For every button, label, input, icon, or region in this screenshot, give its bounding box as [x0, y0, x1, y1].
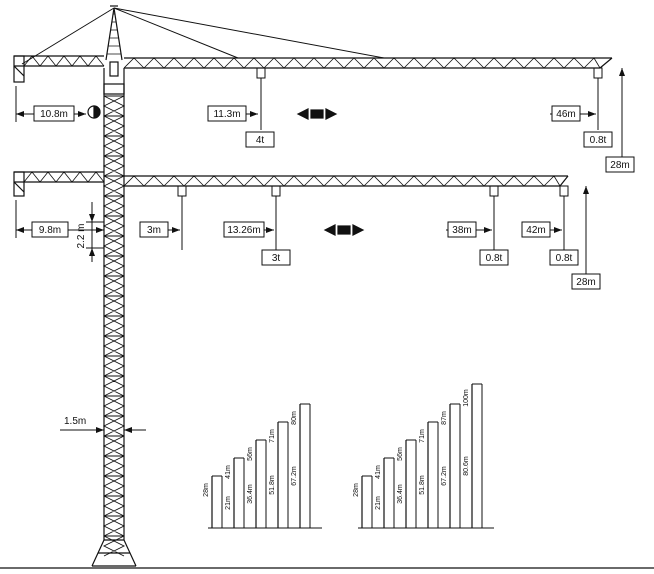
height-label: 87m [441, 411, 448, 425]
lower-load-far-label: 0.8t [556, 253, 573, 264]
upper-counter-jib [13, 55, 105, 83]
tower-apex [103, 5, 125, 95]
height-label: 28m [203, 483, 210, 497]
tower-mast [91, 68, 137, 567]
rotate-icon [87, 105, 101, 119]
height-label: 41m [375, 465, 382, 479]
height-label: 28m [353, 483, 360, 497]
height-label: 56m [247, 447, 254, 461]
upper-load-near-label: 4t [256, 135, 265, 146]
height-chart-right: 28m 21m 41m 36.4m 56m 51.8m 71m 67.2m 87m 80.6m 10… [353, 383, 494, 529]
lower-load-mid-label: 0.8t [486, 253, 503, 264]
upper-labels: 10.8m 11.3m 4t 46m 0.8t 28m [33, 105, 635, 173]
lower-labels: 9.8m 3m 13.26m 3t 38m 0.8t 42m 0.8t 28m [31, 221, 601, 290]
arrowheads [16, 68, 625, 433]
height-chart-left: 28m 21m 41m 36.4m 56m 51.8m 71m 67.2m 80m [203, 403, 322, 529]
height-label: 71m [269, 429, 276, 443]
height-label: 41m [225, 465, 232, 479]
height-label: 100m [463, 389, 470, 407]
height-label: 36.4m [247, 484, 254, 504]
height-label: 80.6m [463, 456, 470, 476]
upper-hook-near-label: 11.3m [213, 109, 240, 120]
direction-marks [296, 108, 365, 236]
height-label: 80m [291, 411, 298, 425]
height-label: 51.8m [269, 475, 276, 495]
upper-load-far-label: 0.8t [590, 135, 607, 146]
pendant-ties [21, 7, 385, 65]
height-label: 21m [375, 496, 382, 510]
height-label: 21m [225, 496, 232, 510]
lower-jib-length-label: 28m [576, 277, 595, 288]
lower-hook-far-label: 42m [526, 225, 545, 236]
height-label: 67.2m [441, 466, 448, 486]
upper-jib-length-label: 28m [610, 160, 629, 171]
height-label: 67.2m [291, 466, 298, 486]
lower-dimensions [15, 186, 587, 431]
lower-hooks [177, 185, 569, 250]
lower-min-radius-label: 3m [147, 225, 161, 236]
upper-hooks [256, 67, 603, 130]
height-label: 51.8m [419, 475, 426, 495]
height-label: 71m [419, 429, 426, 443]
upper-counter-jib-label: 10.8m [40, 109, 68, 120]
tower-width-label: 1.5m [64, 416, 86, 427]
lower-load-near-label: 3t [272, 253, 281, 264]
lower-counter-jib [13, 171, 105, 197]
upper-jib [123, 57, 613, 69]
lower-hook-mid-label: 38m [452, 225, 471, 236]
lower-hook-near-label: 13.26m [227, 225, 260, 236]
section-height-label: 2.2 m [76, 223, 87, 248]
lower-jib [123, 175, 569, 187]
upper-hook-far-label: 46m [556, 109, 575, 120]
lower-counter-jib-label: 9.8m [39, 225, 61, 236]
height-label: 36.4m [397, 484, 404, 504]
height-label: 56m [397, 447, 404, 461]
